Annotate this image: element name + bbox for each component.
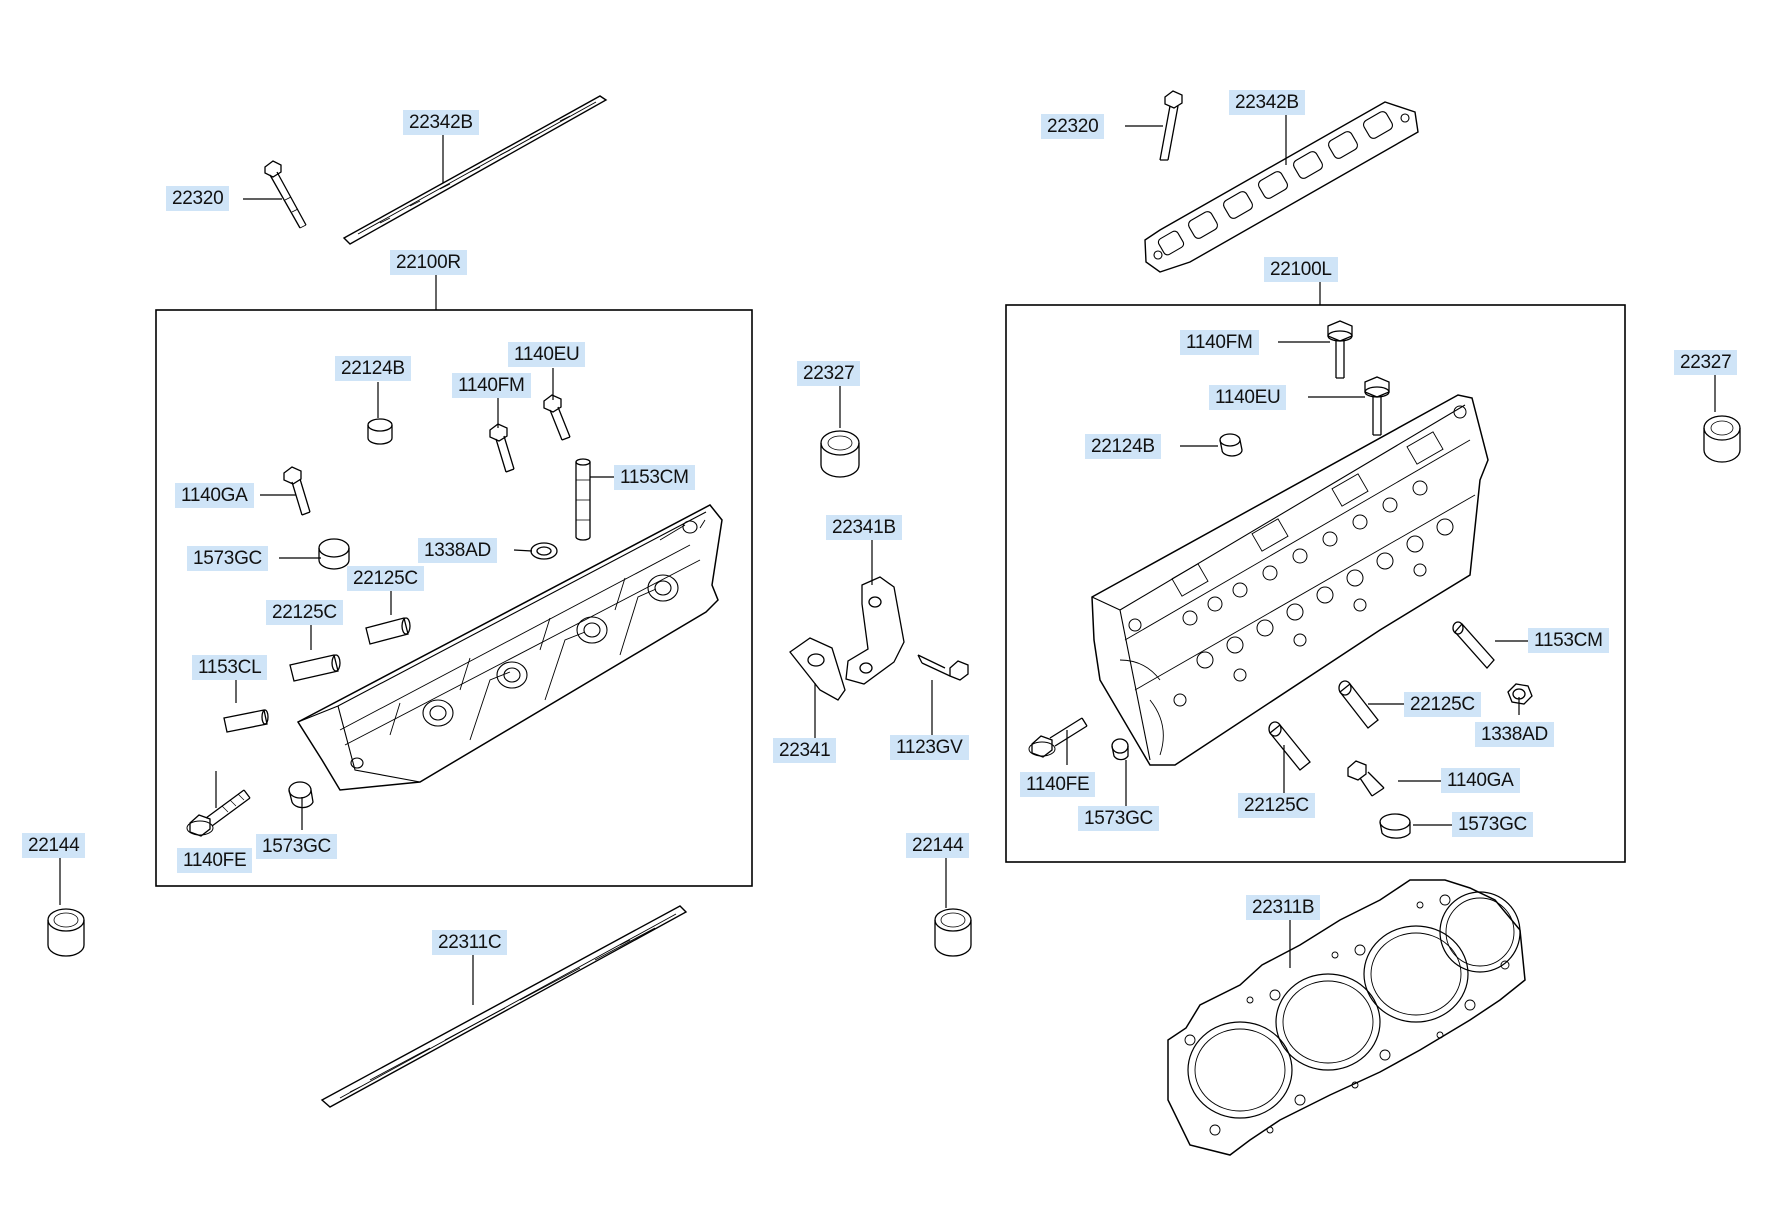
part-label-1573GC-right-small[interactable]: 1573GC (1078, 806, 1159, 831)
part-label-1140FM-right[interactable]: 1140FM (1180, 330, 1259, 355)
part-label-1140EU-left[interactable]: 1140EU (508, 342, 586, 367)
bolt-1140EU-left (543, 394, 571, 441)
part-label-1573GC-right-lower[interactable]: 1573GC (1452, 812, 1533, 837)
part-label-1140FM-left[interactable]: 1140FM (452, 373, 531, 398)
part-label-22342B-right[interactable]: 22342B (1229, 90, 1305, 115)
bolt-1123GV (917, 654, 969, 681)
part-label-22320-right[interactable]: 22320 (1041, 114, 1105, 139)
cap-22124B-right (1219, 433, 1243, 457)
plug-1573GC-left-lower (288, 781, 314, 809)
plate-22341 (789, 637, 846, 701)
cylinder-head-22100L (1091, 394, 1489, 766)
bolt-22320-left (264, 160, 307, 229)
part-label-22311C[interactable]: 22311C (432, 930, 508, 955)
bolt-1140FE-right (1028, 717, 1088, 758)
cap-22124B-left (367, 418, 393, 445)
bolt-1140GA-right (1347, 760, 1385, 797)
plug-1573GC-left-upper (318, 538, 350, 570)
part-label-1153CM-right[interactable]: 1153CM (1528, 628, 1609, 653)
part-label-22320-left[interactable]: 22320 (166, 186, 230, 211)
sleeve-22125C-right-lower (1268, 721, 1311, 771)
sleeve-22125C-left-upper (365, 617, 411, 645)
cylinder-head-22100R (296, 504, 723, 791)
part-label-22311B[interactable]: 22311B (1246, 895, 1321, 920)
part-label-22124B-right[interactable]: 22124B (1085, 434, 1161, 459)
ring-1338AD-left (530, 542, 558, 560)
nut-1338AD-right (1507, 683, 1533, 705)
part-label-22327-right[interactable]: 22327 (1674, 350, 1738, 375)
part-label-1140FE-left[interactable]: 1140FE (177, 848, 253, 873)
seal-22327-right (1703, 415, 1741, 463)
pin-1153CM-right (1452, 621, 1495, 669)
part-label-22124B-left[interactable]: 22124B (335, 356, 411, 381)
gasket-22311C (320, 905, 688, 1108)
sleeve-22125C-right-upper (1338, 680, 1379, 729)
part-label-22125C-right-upper[interactable]: 22125C (1404, 692, 1481, 717)
bolt-1140GA-left (283, 466, 311, 516)
part-label-22144-left[interactable]: 22144 (22, 833, 86, 858)
seal-22144-left (47, 908, 85, 957)
bracket-22341B (845, 576, 905, 685)
gasket-22311B (1167, 879, 1526, 1156)
gasket-22342B-left (342, 95, 608, 245)
bolt-22320-right (1159, 90, 1183, 161)
part-label-22125C-left-lower[interactable]: 22125C (266, 600, 343, 625)
bolt-1140FM-left (489, 423, 515, 473)
pin-1153CM-left (575, 458, 591, 541)
bolt-1140EU-right (1364, 376, 1390, 436)
part-label-1153CL[interactable]: 1153CL (192, 655, 268, 680)
part-label-1338AD-right[interactable]: 1338AD (1475, 722, 1554, 747)
seal-22144-center (934, 908, 972, 957)
part-label-22341[interactable]: 22341 (773, 738, 837, 763)
sleeve-22125C-left-lower (289, 654, 341, 682)
plug-1573GC-right-small (1111, 738, 1129, 761)
part-label-22341B[interactable]: 22341B (826, 515, 902, 540)
part-label-1140GA-right[interactable]: 1140GA (1441, 768, 1520, 793)
assembly-box-22100R (155, 309, 753, 887)
part-label-1573GC-left-lower[interactable]: 1573GC (256, 834, 337, 859)
plug-1573GC-right-lower (1379, 813, 1411, 839)
leader-lines (59, 115, 1716, 1005)
part-label-1140EU-right[interactable]: 1140EU (1209, 385, 1287, 410)
part-label-1338AD-left[interactable]: 1338AD (418, 538, 497, 563)
part-label-22100L[interactable]: 22100L (1264, 257, 1338, 282)
bolt-1140FE-left (186, 789, 251, 837)
seal-22327-center (820, 430, 860, 478)
pin-1153CL-left (223, 709, 269, 733)
gasket-22342B-right (1144, 101, 1419, 273)
part-label-22125C-left-upper[interactable]: 22125C (347, 566, 424, 591)
part-label-22327-center[interactable]: 22327 (797, 361, 861, 386)
assembly-box-22100L (1005, 304, 1626, 863)
part-label-1140GA-left[interactable]: 1140GA (175, 483, 254, 508)
part-label-22144-center[interactable]: 22144 (906, 833, 970, 858)
part-label-1123GV[interactable]: 1123GV (890, 735, 969, 760)
bolt-1140FM-right (1327, 320, 1353, 379)
part-label-22100R[interactable]: 22100R (390, 250, 467, 275)
part-label-1153CM-left[interactable]: 1153CM (614, 465, 695, 490)
part-label-22342B-left[interactable]: 22342B (403, 110, 479, 135)
part-label-1573GC-left-upper[interactable]: 1573GC (187, 546, 268, 571)
part-label-22125C-right-lower[interactable]: 22125C (1238, 793, 1315, 818)
part-label-1140FE-right[interactable]: 1140FE (1020, 772, 1096, 797)
